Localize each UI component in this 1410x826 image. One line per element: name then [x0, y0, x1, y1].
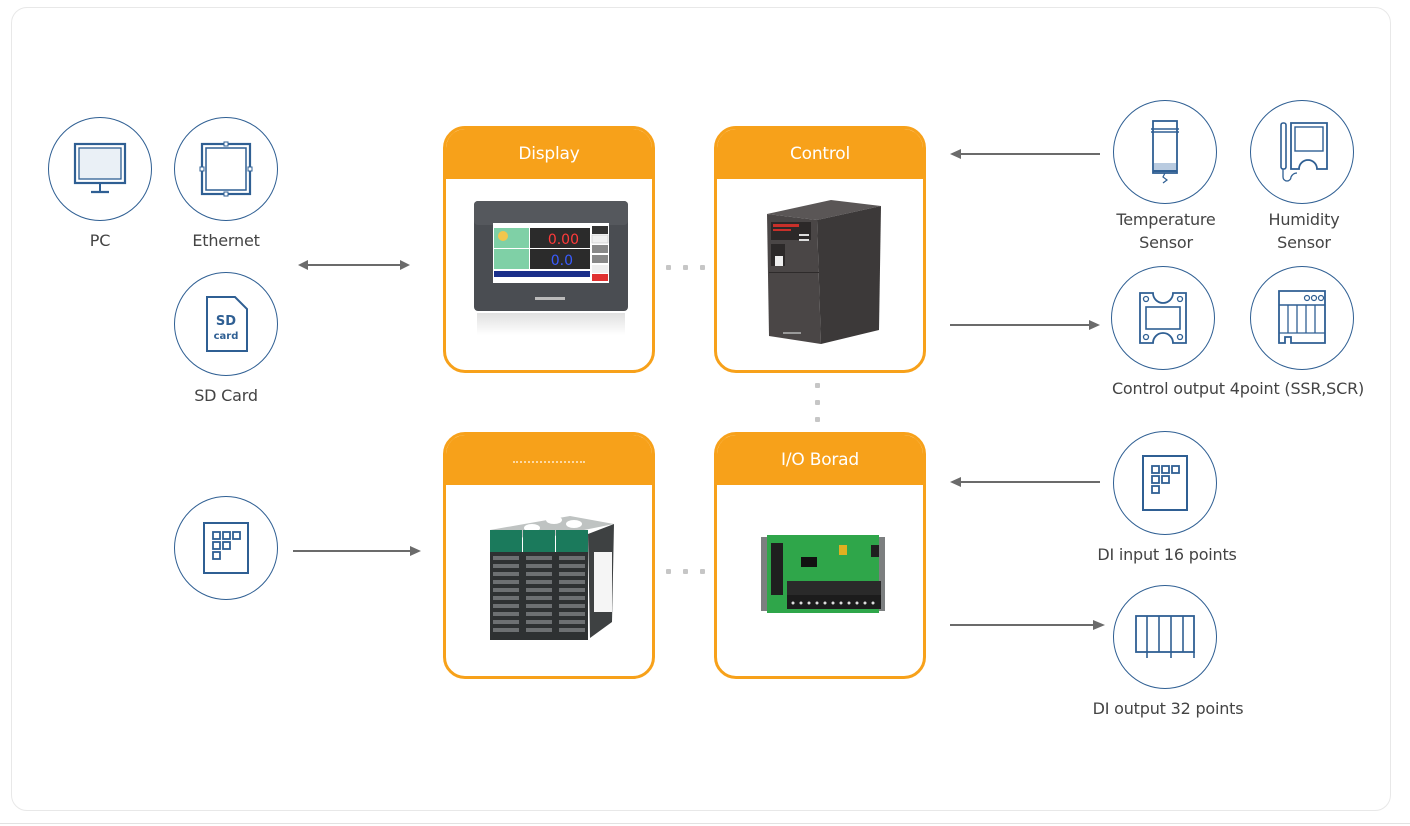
card-control: Control	[714, 126, 926, 373]
sd-card-icon: SD card	[206, 296, 248, 352]
di-input-node	[1113, 431, 1217, 535]
connector-dot	[700, 569, 705, 574]
bidirectional-arrow-display	[298, 260, 410, 270]
module-input-node	[174, 496, 278, 600]
display-value-1: 0.00	[548, 232, 579, 248]
sd-card-label: SD Card	[194, 386, 258, 405]
humidity-label-line1: Humidity	[1268, 210, 1340, 229]
di-output-label: DI output 32 points	[1092, 699, 1244, 718]
scr-module-icon	[1278, 290, 1326, 344]
connector-dot	[666, 265, 671, 270]
card-io-board-title: I/O Borad	[717, 435, 923, 485]
grid-module-icon	[203, 522, 249, 574]
card-control-title: Control	[717, 129, 923, 179]
sd-card-node: SD card	[174, 272, 278, 376]
temperature-sensor-icon	[1151, 120, 1179, 184]
control-output-label: Control output 4point (SSR,SCR)	[1111, 379, 1365, 398]
humidity-label-line2: Sensor	[1277, 233, 1331, 252]
arrow-control-to-output	[950, 320, 1100, 330]
di-output-node	[1113, 585, 1217, 689]
di-output-icon	[1135, 615, 1195, 658]
connector-dot	[666, 569, 671, 574]
connector-dot	[700, 265, 705, 270]
temperature-label-line2: Sensor	[1139, 233, 1193, 252]
scr-node	[1250, 266, 1354, 370]
pc-node	[48, 117, 152, 221]
card-controller-module	[443, 432, 655, 679]
arrow-to-controller-module	[293, 546, 421, 556]
io-circuit-board-image	[761, 535, 885, 613]
ssr-node	[1111, 266, 1215, 370]
di-input-label: DI input 16 points	[1097, 545, 1237, 564]
connector-dot	[683, 265, 688, 270]
connector-dot	[683, 569, 688, 574]
monitor-icon	[73, 142, 127, 194]
card-controller-module-title	[446, 435, 652, 485]
display-value-2: 0.0	[551, 253, 573, 269]
card-display-title: Display	[446, 129, 652, 179]
ssr-relay-icon	[1139, 292, 1187, 344]
arrow-di-input-to-io	[950, 477, 1100, 487]
arrow-io-to-di-output	[950, 620, 1105, 630]
ethernet-node	[174, 117, 278, 221]
card-display: Display 0.00 0.0	[443, 126, 655, 373]
connector-dot	[815, 417, 820, 422]
humidity-sensor-label: Humidity Sensor	[1269, 208, 1340, 254]
touch-panel-display-image: 0.00 0.0	[474, 201, 628, 335]
temperature-sensor-label: Temperature Sensor	[1116, 208, 1215, 254]
arrow-sensors-to-control	[950, 149, 1100, 159]
sd-icon-text-bottom: card	[214, 331, 239, 342]
modular-controller-image	[490, 516, 614, 640]
humidity-sensor-icon	[1280, 122, 1328, 182]
humidity-sensor-node	[1250, 100, 1354, 204]
obscured-title-placeholder	[513, 461, 585, 463]
connector-dot	[815, 400, 820, 405]
temperature-sensor-node	[1113, 100, 1217, 204]
bottom-divider	[0, 823, 1410, 824]
temperature-label-line1: Temperature	[1116, 210, 1216, 229]
control-unit-image	[767, 200, 881, 344]
sd-icon-text-top: SD	[216, 314, 236, 329]
card-io-board: I/O Borad	[714, 432, 926, 679]
connector-dot	[815, 383, 820, 388]
di-input-icon	[1142, 455, 1188, 511]
ethernet-label: Ethernet	[192, 231, 260, 250]
pc-label: PC	[89, 231, 111, 250]
ethernet-icon	[199, 141, 253, 197]
